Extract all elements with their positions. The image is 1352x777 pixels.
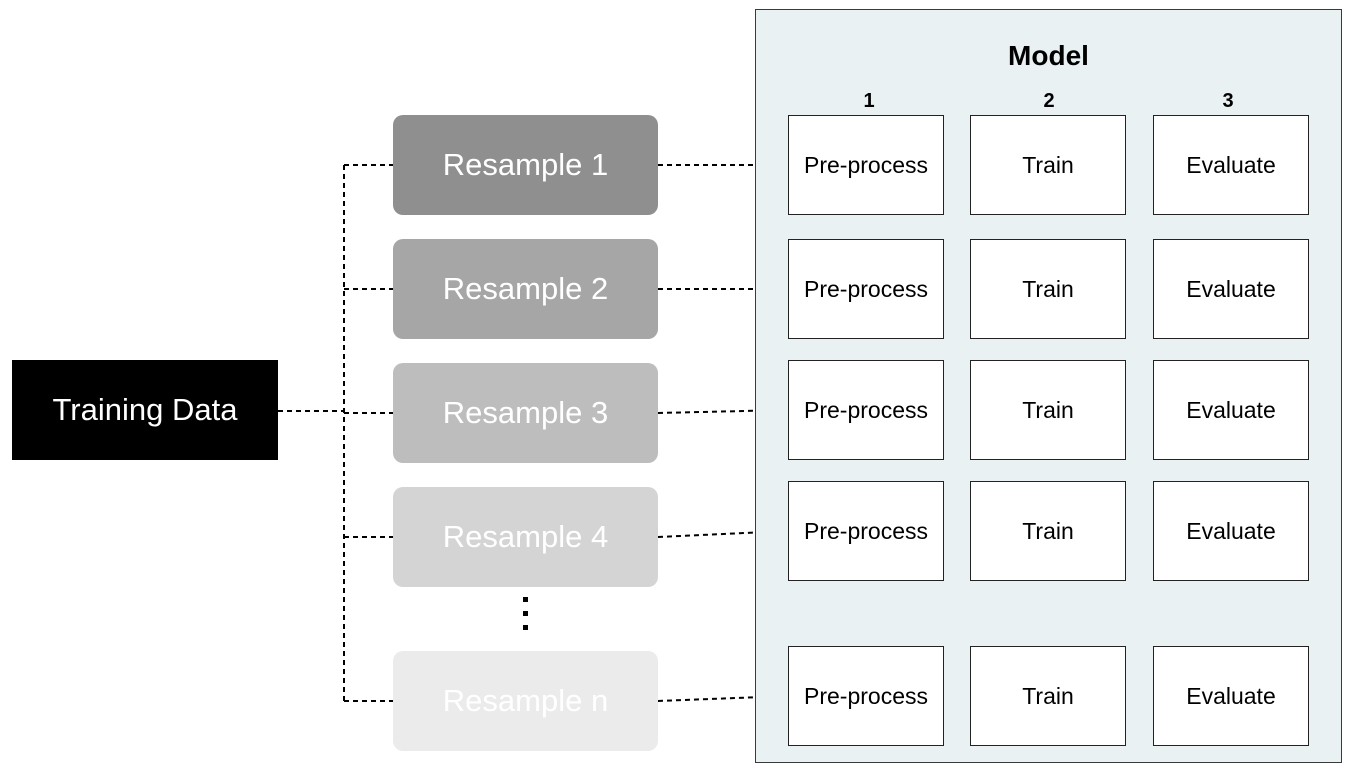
resample-box-1: Resample 1: [393, 115, 658, 215]
step-label: Pre-process: [804, 396, 928, 423]
step-label: Evaluate: [1186, 151, 1276, 178]
step-label: Pre-process: [804, 151, 928, 178]
resample-box-2: Resample 2: [393, 239, 658, 339]
resample-label: Resample 2: [442, 271, 609, 306]
resample-label: Resample 1: [442, 147, 609, 182]
evaluate-box: Evaluate: [1153, 481, 1309, 581]
preprocess-box: Pre-process: [788, 481, 944, 581]
train-box: Train: [970, 239, 1126, 339]
step-label: Evaluate: [1186, 396, 1276, 423]
preprocess-box: Pre-process: [788, 360, 944, 460]
step-label: Pre-process: [804, 682, 928, 709]
train-box: Train: [970, 646, 1126, 746]
step-label: Evaluate: [1186, 682, 1276, 709]
train-box: Train: [970, 481, 1126, 581]
step-number-3: 3: [1222, 90, 1234, 112]
resample-box-4: Resample 4: [393, 487, 658, 587]
preprocess-box: Pre-process: [788, 646, 944, 746]
step-label: Evaluate: [1186, 275, 1276, 302]
training-data-label: Training Data: [52, 392, 238, 427]
evaluate-box: Evaluate: [1153, 646, 1309, 746]
step-label: Pre-process: [804, 275, 928, 302]
evaluate-box: Evaluate: [1153, 360, 1309, 460]
evaluate-box: Evaluate: [1153, 115, 1309, 215]
resample-label: Resample 4: [442, 519, 609, 554]
resample-label: Resample 3: [442, 395, 609, 430]
model-title: Model: [1008, 40, 1089, 71]
step-number-1: 1: [863, 90, 875, 112]
resample-box-n: Resample n: [393, 651, 658, 751]
step-number-2: 2: [1043, 90, 1055, 112]
step-label: Train: [1022, 275, 1074, 302]
preprocess-box: Pre-process: [788, 239, 944, 339]
step-label: Train: [1022, 517, 1074, 544]
preprocess-box: Pre-process: [788, 115, 944, 215]
step-label: Train: [1022, 682, 1074, 709]
train-box: Train: [970, 115, 1126, 215]
vertical-ellipsis: [519, 597, 531, 637]
train-box: Train: [970, 360, 1126, 460]
resample-box-3: Resample 3: [393, 363, 658, 463]
resample-label: Resample n: [442, 683, 609, 718]
evaluate-box: Evaluate: [1153, 239, 1309, 339]
step-label: Pre-process: [804, 517, 928, 544]
step-label: Evaluate: [1186, 517, 1276, 544]
training-data-box: Training Data: [12, 360, 278, 460]
step-label: Train: [1022, 151, 1074, 178]
step-label: Train: [1022, 396, 1074, 423]
